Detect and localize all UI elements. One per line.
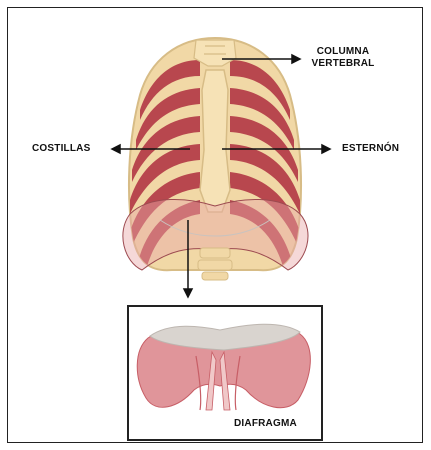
- label-columna-line1: COLUMNA: [298, 46, 388, 58]
- label-esternon: ESTERNÓN: [342, 143, 399, 155]
- label-columna-line2: VERTEBRAL: [298, 58, 388, 70]
- label-diafragma: DIAFRAGMA: [234, 418, 297, 430]
- upper-spine: [194, 40, 236, 66]
- label-columna-vertebral: COLUMNA VERTEBRAL: [298, 46, 388, 70]
- label-costillas: COSTILLAS: [32, 143, 90, 155]
- lumbar-spine: [198, 248, 232, 280]
- sternum: [200, 70, 230, 212]
